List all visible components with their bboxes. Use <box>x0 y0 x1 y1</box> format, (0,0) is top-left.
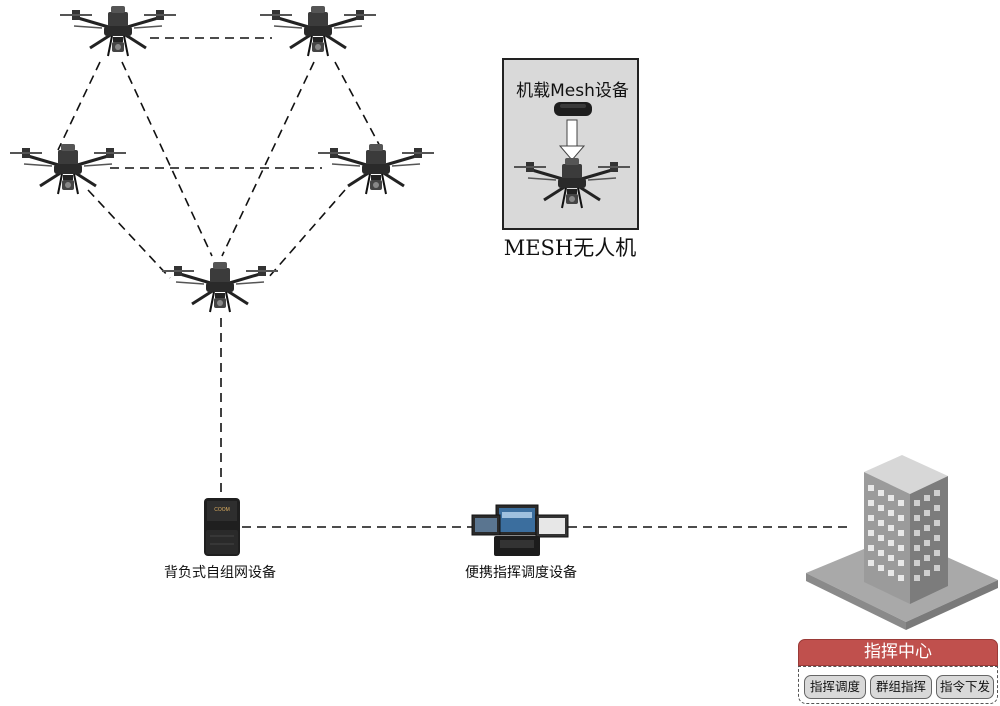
mesh-device-title: 机载Mesh设备 <box>516 81 629 101</box>
drone-mid-left <box>8 142 128 196</box>
mesh-drone-box: 机载Mesh设备 <box>502 58 639 230</box>
arrow-down-icon <box>558 119 586 161</box>
mesh-links <box>57 37 852 528</box>
command-center-building-icon <box>806 455 998 630</box>
mesh-drone-icon <box>512 156 632 210</box>
function-issue-order: 指令下发 <box>936 675 994 699</box>
backpack-device-label: 背负式自组网设备 <box>164 565 276 581</box>
command-center-functions: 指挥调度 群组指挥 指令下发 <box>798 666 998 704</box>
drone-top-right <box>258 4 378 58</box>
backpack-logo: COOM <box>214 507 230 513</box>
portable-command-device-icon <box>471 504 569 556</box>
link-tr-bot <box>221 61 315 257</box>
function-group-command: 群组指挥 <box>870 675 932 699</box>
portable-device-label: 便携指挥调度设备 <box>465 565 577 581</box>
function-dispatch: 指挥调度 <box>804 675 866 699</box>
link-ml-bot <box>87 189 171 279</box>
mesh-module-icon <box>554 102 592 116</box>
drone-top-left <box>58 4 178 58</box>
mesh-drone-illustration <box>512 102 632 210</box>
link-tl-bot <box>121 61 213 257</box>
backpack-device-icon: COOM <box>204 498 240 556</box>
drone-mid-right <box>316 142 436 196</box>
mesh-drone-caption: MESH无人机 <box>503 236 637 260</box>
link-tr-mr <box>334 61 383 151</box>
drone-bottom <box>160 260 280 314</box>
link-tl-ml <box>57 61 101 151</box>
link-mr-bot <box>267 189 346 279</box>
command-center-title: 指挥中心 <box>798 639 998 666</box>
